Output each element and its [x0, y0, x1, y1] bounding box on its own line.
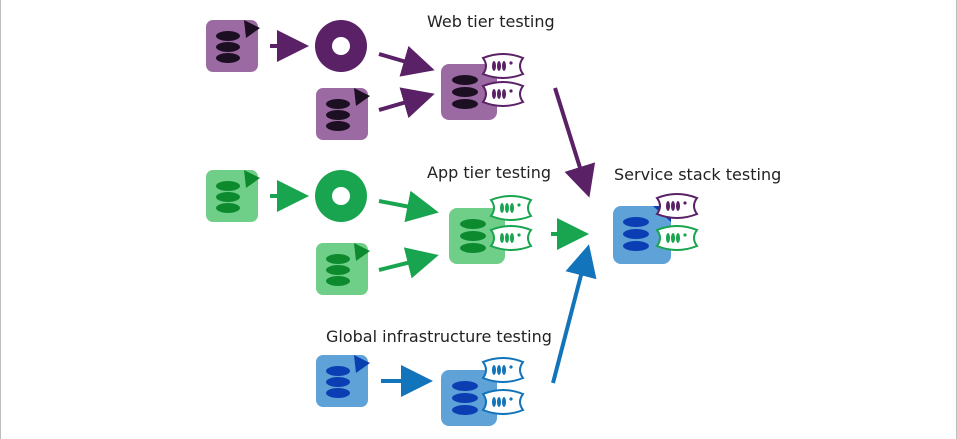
service-stack-icon — [613, 193, 699, 264]
arrow-web-image2-to-stack — [378, 87, 435, 119]
app-image-icon-2 — [316, 243, 370, 295]
label-app-tier: App tier testing — [427, 163, 551, 182]
web-deployed-stack-icon — [441, 53, 525, 120]
label-global-infra: Global infrastructure testing — [326, 327, 552, 346]
app-ring-icon — [315, 170, 367, 222]
label-service-stack: Service stack testing — [614, 165, 781, 184]
web-ring-icon — [315, 20, 367, 72]
web-image-icon — [206, 20, 260, 72]
infra-deployed-stack-icon — [441, 357, 525, 426]
arrow-web-to-service-stack — [553, 87, 596, 198]
arrow-web-ring-to-stack — [378, 45, 435, 77]
arrow-app-ring-to-stack — [378, 190, 439, 223]
web-image-icon-2 — [316, 88, 370, 140]
infra-image-icon — [316, 355, 370, 407]
arrow-infra-to-service-stack — [551, 244, 597, 384]
label-web-tier: Web tier testing — [427, 12, 555, 31]
app-image-icon — [206, 170, 260, 222]
app-deployed-stack-icon — [449, 195, 533, 264]
arrow-app-image2-to-stack — [378, 247, 439, 279]
